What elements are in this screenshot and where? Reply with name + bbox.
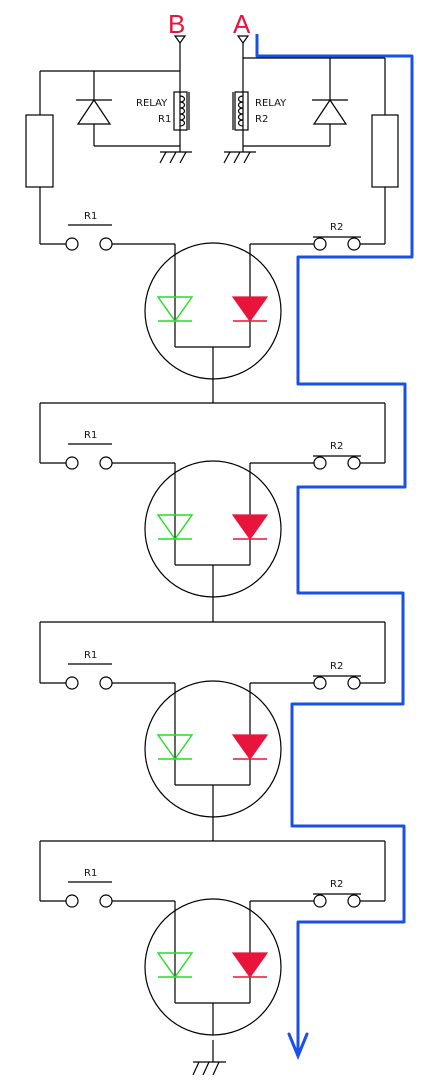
- current-path-line: [255, 34, 414, 1055]
- terminal-a-label: A: [233, 9, 251, 39]
- relay-r1-section: RELAY R1: [25, 43, 192, 244]
- relay-r2-type-label: RELAY: [255, 98, 287, 109]
- contact-r1-label: R1: [84, 868, 97, 879]
- contact-r2-label: R2: [330, 222, 343, 233]
- contact-r2-label: R2: [330, 661, 343, 672]
- switch-contact-icon: [250, 455, 385, 470]
- terminal-b-marker: [173, 35, 187, 45]
- diode-icon: [76, 71, 180, 147]
- resistor-icon: [25, 114, 54, 188]
- contact-r2-label: R2: [330, 879, 343, 890]
- terminal-a-marker: [236, 35, 250, 45]
- contact-r1-label: R1: [84, 650, 97, 661]
- contact-r1-label: R1: [84, 430, 97, 441]
- switch-contact-icon: [40, 224, 175, 251]
- switch-contact-icon: [250, 893, 385, 908]
- diode-icon: [243, 58, 348, 147]
- resistor-icon: [371, 114, 399, 188]
- bicolor-led-icon: [144, 242, 282, 380]
- switch-contact-icon: [40, 881, 175, 908]
- relay-r2-name-label: R2: [255, 114, 268, 125]
- ground-icon: [223, 146, 256, 164]
- bicolor-led-icon: [144, 898, 282, 1036]
- switch-contact-icon: [250, 675, 385, 690]
- switch-contact-icon: [40, 663, 175, 690]
- bicolor-led-icon: [144, 680, 282, 818]
- ground-icon: [159, 146, 192, 164]
- bicolor-led-icon: [144, 460, 282, 598]
- relay-coil-icon: [173, 91, 190, 131]
- ground-icon: [192, 1040, 226, 1076]
- switch-contact-icon: [40, 443, 175, 470]
- arrow-down-icon: [287, 1032, 309, 1060]
- contact-r2-label: R2: [330, 441, 343, 452]
- terminal-b-label: B: [168, 9, 185, 39]
- relay-r1-name-label: R1: [158, 114, 171, 125]
- contact-r1-label: R1: [84, 211, 97, 222]
- relay-coil-icon: [232, 91, 249, 131]
- relay-r1-type-label: RELAY: [136, 98, 168, 109]
- relay-r2-section: RELAY R2: [223, 43, 399, 244]
- switch-contact-icon: [250, 236, 385, 251]
